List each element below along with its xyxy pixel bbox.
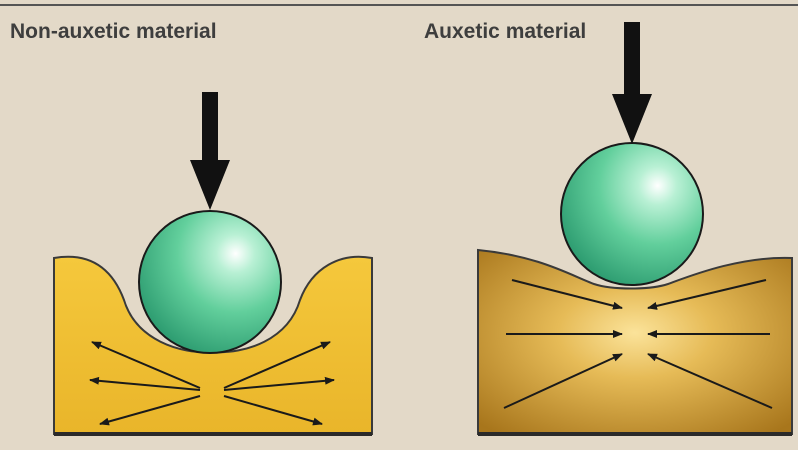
down-arrow-icon — [612, 22, 652, 144]
left-panel-title: Non-auxetic material — [10, 20, 217, 43]
down-arrow-icon — [190, 92, 230, 210]
auxetic-panel — [478, 22, 792, 434]
non-auxetic-panel — [54, 92, 372, 434]
left-sphere — [139, 211, 281, 353]
right-panel-title: Auxetic material — [424, 20, 586, 43]
right-sphere — [561, 143, 703, 285]
